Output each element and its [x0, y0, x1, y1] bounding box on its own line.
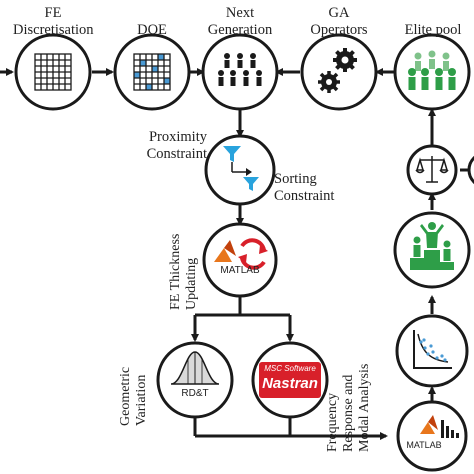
matlab-label: MATLAB — [220, 265, 260, 276]
fe-discretisation-label: FE Discretisation — [13, 5, 94, 38]
rdt-node — [156, 341, 234, 419]
thickness-update-node — [202, 222, 278, 298]
bell-curve-icon — [170, 351, 220, 385]
population-icon — [218, 53, 262, 86]
frequency-analysis-label: Frequency Response and Modal Analysis — [325, 363, 372, 452]
matlab-small-logo-icon — [420, 415, 438, 434]
matlab-analysis-label: MATLAB — [406, 440, 442, 450]
scatter-plot-icon — [413, 330, 452, 369]
next-generation-node — [201, 33, 279, 111]
matlab-logo-icon — [214, 240, 236, 262]
nastran-product-label: Nastran — [262, 375, 318, 392]
geometric-variation-label: Geometric Variation — [118, 366, 149, 426]
doe-node — [113, 33, 191, 111]
doe-label: DOE — [137, 22, 167, 38]
fe-discretisation-node — [14, 33, 92, 111]
fe-thickness-label: FE Thickness Updating — [168, 233, 199, 310]
ga-operators-label: GA Operators — [310, 5, 368, 38]
bar-chart-icon — [441, 420, 459, 438]
elite-pool-node — [393, 33, 471, 111]
elite-group-icon — [408, 50, 456, 90]
nastran-brand-label: MSC Software — [264, 364, 316, 373]
nastran-node — [251, 341, 329, 419]
proximity-constraint-label: Proximity Constraint — [146, 129, 207, 162]
funnel-icon — [223, 146, 259, 191]
mesh-grid-icon — [34, 53, 72, 91]
refresh-arrows-icon — [240, 238, 266, 270]
gears-icon — [318, 48, 357, 93]
constraint-filter-node — [204, 134, 276, 206]
sorting-constraint-label: Sorting Constraint — [274, 171, 335, 204]
rdt-label: RD&T — [181, 388, 209, 399]
balance-node — [406, 144, 458, 196]
nastran-logo-icon — [259, 362, 321, 398]
elite-pool-label: Elite pool — [404, 22, 462, 38]
ranking-node — [393, 211, 471, 289]
podium-icon — [410, 222, 454, 270]
pareto-plot-node — [395, 314, 469, 388]
next-generation-label: Next Generation — [207, 5, 273, 38]
top-row-connectors — [0, 68, 474, 440]
offpage-node — [467, 155, 474, 185]
doe-matrix-icon — [133, 53, 171, 91]
matlab-analysis-node — [396, 400, 468, 472]
scales-icon — [415, 156, 449, 183]
ga-operators-node — [300, 33, 378, 111]
